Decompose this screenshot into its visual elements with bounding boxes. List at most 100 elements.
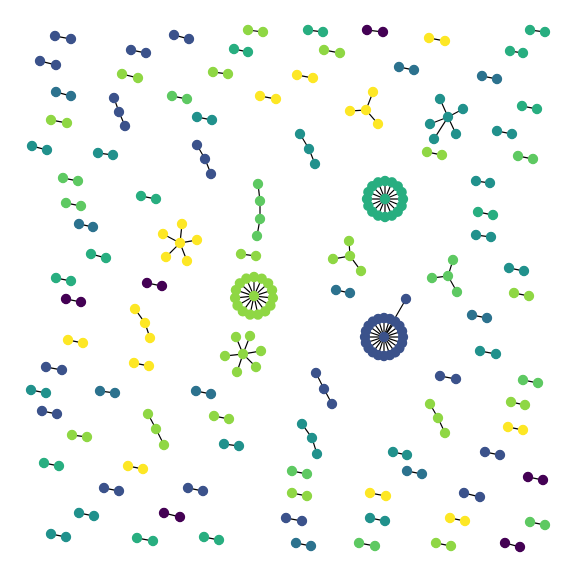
graph-node	[191, 234, 203, 246]
graph-node	[166, 90, 178, 102]
graph-node	[60, 531, 72, 543]
graph-node	[38, 457, 50, 469]
graph-node	[491, 125, 503, 137]
graph-node	[51, 408, 63, 420]
graph-node	[517, 47, 529, 59]
graph-node	[294, 128, 306, 140]
graph-node	[132, 72, 144, 84]
graph-node	[191, 139, 203, 151]
graph-node	[527, 153, 539, 165]
graph-node	[140, 47, 152, 59]
graph-node	[474, 345, 486, 357]
graph-node	[205, 388, 217, 400]
graph-node	[353, 537, 365, 549]
graph-node	[231, 366, 243, 378]
graph-node	[108, 92, 120, 104]
graph-node	[494, 449, 506, 461]
graph-node	[360, 104, 372, 116]
graph-node	[439, 427, 451, 439]
graph-node	[303, 143, 315, 155]
graph-node	[116, 68, 128, 80]
graph-node	[270, 93, 282, 105]
graph-node	[457, 103, 469, 115]
graph-node	[539, 519, 551, 531]
graph-node	[531, 103, 543, 115]
graph-node	[470, 175, 482, 187]
graph-node	[150, 193, 162, 205]
graph-node	[87, 221, 99, 233]
graph-node	[301, 468, 313, 480]
graph-node	[109, 387, 121, 399]
graph-node	[266, 284, 278, 296]
graph-node	[198, 531, 210, 543]
graph-node	[41, 144, 53, 156]
graph-node	[387, 446, 399, 458]
graph-node	[158, 507, 170, 519]
graph-node	[158, 439, 170, 451]
graph-node	[144, 332, 156, 344]
graph-node	[218, 438, 230, 450]
graph-node	[113, 106, 125, 118]
graph-node	[254, 90, 266, 102]
graph-node	[408, 64, 420, 76]
graph-node	[73, 507, 85, 519]
graph-node	[506, 128, 518, 140]
graph-node	[25, 384, 37, 396]
graph-node	[514, 541, 526, 553]
graph-node	[296, 515, 308, 527]
graph-node	[176, 218, 188, 230]
graph-node	[50, 86, 62, 98]
graph-node	[197, 485, 209, 497]
graph-node	[470, 229, 482, 241]
graph-node	[81, 431, 93, 443]
graph-node	[241, 273, 252, 284]
graph-node	[490, 348, 502, 360]
graph-node	[311, 448, 323, 460]
graph-node	[34, 55, 46, 67]
graph-node	[378, 331, 390, 343]
graph-node	[380, 490, 392, 502]
graph-node	[85, 248, 97, 260]
graph-node	[36, 405, 48, 417]
graph-node	[458, 487, 470, 499]
graph-node	[450, 373, 462, 385]
graph-node	[139, 317, 151, 329]
graph-node	[98, 482, 110, 494]
graph-node	[191, 111, 203, 123]
graph-node	[444, 512, 456, 524]
graph-node	[334, 47, 346, 59]
graph-node	[355, 265, 367, 277]
graph-node	[235, 248, 247, 260]
graph-node	[442, 111, 454, 123]
graph-node	[423, 32, 435, 44]
graph-node	[168, 29, 180, 41]
graph-node	[248, 271, 260, 283]
graph-node	[524, 24, 536, 36]
graph-node	[53, 460, 65, 472]
graph-node	[466, 309, 478, 321]
graph-node	[223, 413, 235, 425]
graph-node	[128, 357, 140, 369]
graph-node	[26, 140, 38, 152]
graph-node	[49, 30, 61, 42]
graph-node	[532, 377, 544, 389]
graph-node	[485, 231, 497, 243]
graph-node	[400, 293, 412, 305]
graph-node	[50, 59, 62, 71]
graph-node	[426, 272, 438, 284]
graph-node	[150, 423, 162, 435]
graph-node	[517, 424, 529, 436]
graph-node	[199, 153, 211, 165]
graph-node	[487, 209, 499, 221]
graph-node	[219, 350, 231, 362]
graph-node	[343, 235, 355, 247]
graph-node	[174, 511, 186, 523]
graph-node	[484, 177, 496, 189]
graph-node	[61, 117, 73, 129]
graph-node	[107, 149, 119, 161]
graph-node	[372, 313, 384, 325]
graph-node	[45, 114, 57, 126]
graph-node	[296, 418, 308, 430]
graph-node	[291, 69, 303, 81]
